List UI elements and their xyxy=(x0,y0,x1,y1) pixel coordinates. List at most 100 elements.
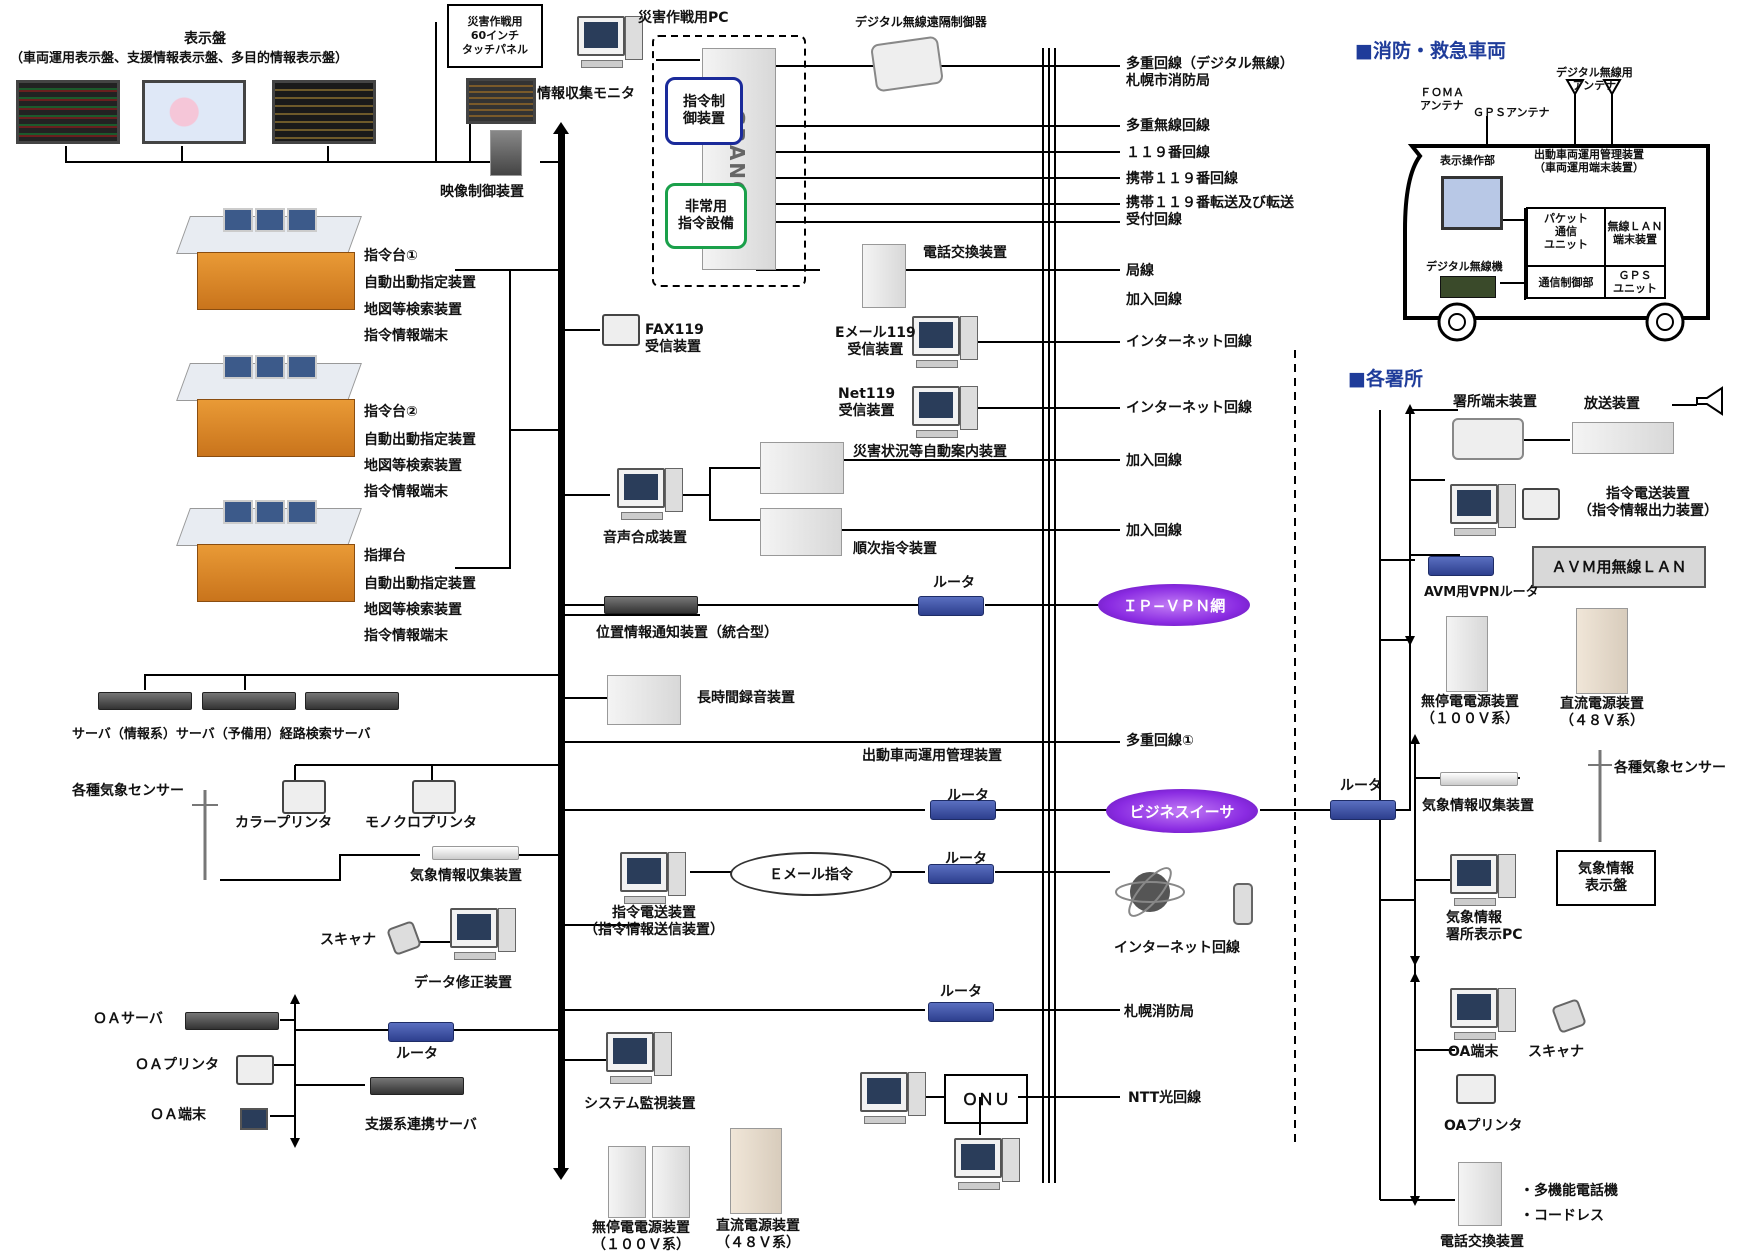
line-internet-3: インターネット回線 xyxy=(1114,940,1240,956)
line-mobile-119: 携帯１１９番回線 xyxy=(1126,171,1238,187)
station-oa-pc xyxy=(1450,988,1520,1040)
vehicle-mgmt-label: 出動車両運用管理装置（車両運用端末装置） xyxy=(1534,148,1644,174)
disaster-pc xyxy=(577,16,647,68)
data-fix-pc xyxy=(450,908,520,960)
mono-printer-label: モノクロプリンタ xyxy=(365,815,477,831)
station-terminal-icon xyxy=(1452,418,1524,460)
station-terminal-label: 署所端末装置 xyxy=(1453,394,1537,410)
net119-pc xyxy=(912,386,982,438)
vehicle-display-icon xyxy=(1441,176,1503,230)
broadcast-label: 放送装置 xyxy=(1584,396,1640,412)
ups-icon-1 xyxy=(608,1146,646,1218)
station-section-title: ■各署所 xyxy=(1348,368,1423,390)
display-board-sub: （車両運用表示盤、支援情報表示盤、多目的情報表示盤） xyxy=(10,51,349,66)
position-notice-label: 位置情報通知装置（統合型） xyxy=(596,625,778,641)
mono-printer-icon xyxy=(412,780,456,814)
position-router-icon xyxy=(918,596,984,616)
station-cmd-pc xyxy=(1450,484,1520,536)
oa-printer-label: ＯＡプリンタ xyxy=(135,1057,219,1073)
voice-synth-pc xyxy=(617,468,687,520)
email-router-label: ルータ xyxy=(945,851,987,867)
comm-control-label: 通信制御部 xyxy=(1538,276,1594,289)
ups-label: 無停電電源装置（１００Ｖ系） xyxy=(592,1220,690,1253)
disaster-guide-icon xyxy=(760,442,844,494)
position-router-label: ルータ xyxy=(933,575,975,591)
oa-router-label: ルータ xyxy=(396,1046,438,1062)
disaster-pc-label: 災害作戦用PC xyxy=(638,10,729,26)
system-monitor-pc xyxy=(606,1032,676,1084)
line-subscriber-1: 加入回線 xyxy=(1126,292,1182,308)
business-router-label: ルータ xyxy=(947,788,989,804)
ip-vpn-ellipse: ＩＰ−ＶＰＮ網 xyxy=(1098,584,1250,626)
line-subscriber-2: 加入回線 xyxy=(1126,453,1182,469)
multipurpose-display-screen xyxy=(272,80,376,144)
color-printer-icon xyxy=(282,780,326,814)
station-ups-label: 無停電電源装置（１００Ｖ系） xyxy=(1421,694,1519,727)
station-oa-printer-icon xyxy=(1456,1074,1496,1104)
station-oa-printer-label: OAプリンタ xyxy=(1444,1118,1523,1134)
voice-synth-label: 音声合成装置 xyxy=(603,530,687,546)
dc-power-label: 直流電源装置（４８Ｖ系） xyxy=(716,1218,800,1251)
support-server-label: 支援系連携サーバ xyxy=(365,1117,477,1133)
weather-collector-device xyxy=(432,846,519,860)
digital-remote-icon xyxy=(869,35,945,93)
command-console-3 xyxy=(176,500,362,602)
station-dc-label: 直流電源装置（４８Ｖ系） xyxy=(1560,696,1644,729)
video-controller-label: 映像制御装置 xyxy=(440,184,524,200)
onu-pc-bottom xyxy=(954,1138,1024,1190)
station-oa-terminal-label: OA端末 xyxy=(1448,1044,1499,1060)
system-monitor-label: システム監視装置 xyxy=(584,1096,696,1112)
command-console-2 xyxy=(176,355,362,457)
vehicle-mgmt-label: 出動車両運用管理装置 xyxy=(862,748,1002,764)
oa-terminal-label: ＯＡ端末 xyxy=(150,1107,206,1123)
digital-radio-label: デジタル無線機 xyxy=(1426,260,1503,273)
video-controller-icon xyxy=(490,130,522,176)
line-internet-1: インターネット回線 xyxy=(1126,334,1252,350)
sapporo-router-icon xyxy=(928,1002,994,1022)
digital-remote-label: デジタル無線遠隔制御器 xyxy=(855,15,987,29)
dc-power-icon xyxy=(730,1128,782,1214)
station-router-label: ルータ xyxy=(1340,778,1382,794)
line-sapporo: 札幌消防局 xyxy=(1124,1004,1194,1020)
line-multi-digital: 多重回線（デジタル無線）札幌市消防局 xyxy=(1126,56,1294,89)
onu-pc-left xyxy=(860,1072,930,1124)
color-printer-label: カラープリンタ xyxy=(235,815,333,831)
sapporo-router-label: ルータ xyxy=(940,984,982,1000)
support-display-screen xyxy=(142,80,246,144)
server-route xyxy=(305,692,399,710)
scanner-label: スキャナ xyxy=(320,932,376,948)
line-multi-radio: 多重無線回線 xyxy=(1126,118,1210,134)
position-notice-icon xyxy=(604,596,698,614)
station-ups-icon xyxy=(1446,616,1488,692)
avm-router-label: AVM用VPNルータ xyxy=(1424,585,1539,600)
gps-antenna-label: ＧＰＳアンテナ xyxy=(1473,106,1550,119)
fax119-icon xyxy=(602,314,640,346)
sequential-cmd-icon xyxy=(760,508,842,556)
email119-pc xyxy=(912,316,982,368)
oa-laptop-icon xyxy=(240,1108,268,1130)
line-internet-2: インターネット回線 xyxy=(1126,400,1252,416)
ups-icon-2 xyxy=(652,1146,690,1218)
business-router-icon xyxy=(930,800,996,820)
station-router-icon xyxy=(1330,800,1396,820)
station-weather-sensor-label: 各種気象センサー xyxy=(1614,760,1726,776)
command-console-1 xyxy=(176,208,362,310)
info-monitor-label: 情報収集モニタ xyxy=(537,86,635,102)
main-bus xyxy=(558,130,565,1172)
station-phone-exchange-label: 電話交換装置 xyxy=(1440,1234,1524,1250)
info-monitor-screen xyxy=(466,78,536,124)
display-board-title: 表示盤 xyxy=(184,31,226,47)
server-info xyxy=(98,692,192,710)
oa-server-icon xyxy=(185,1012,279,1030)
vehicle-display-screen xyxy=(16,80,120,144)
display-op-label: 表示操作部 xyxy=(1440,154,1495,167)
line-local: 局線 xyxy=(1126,263,1154,279)
station-weather-pc xyxy=(1450,854,1520,906)
multi-phone-label: ・多機能電話機 xyxy=(1520,1183,1618,1199)
phone-exchange-icon xyxy=(862,244,906,308)
cmd-transmit-label: 指令電送装置（指令情報送信装置） xyxy=(584,905,724,938)
